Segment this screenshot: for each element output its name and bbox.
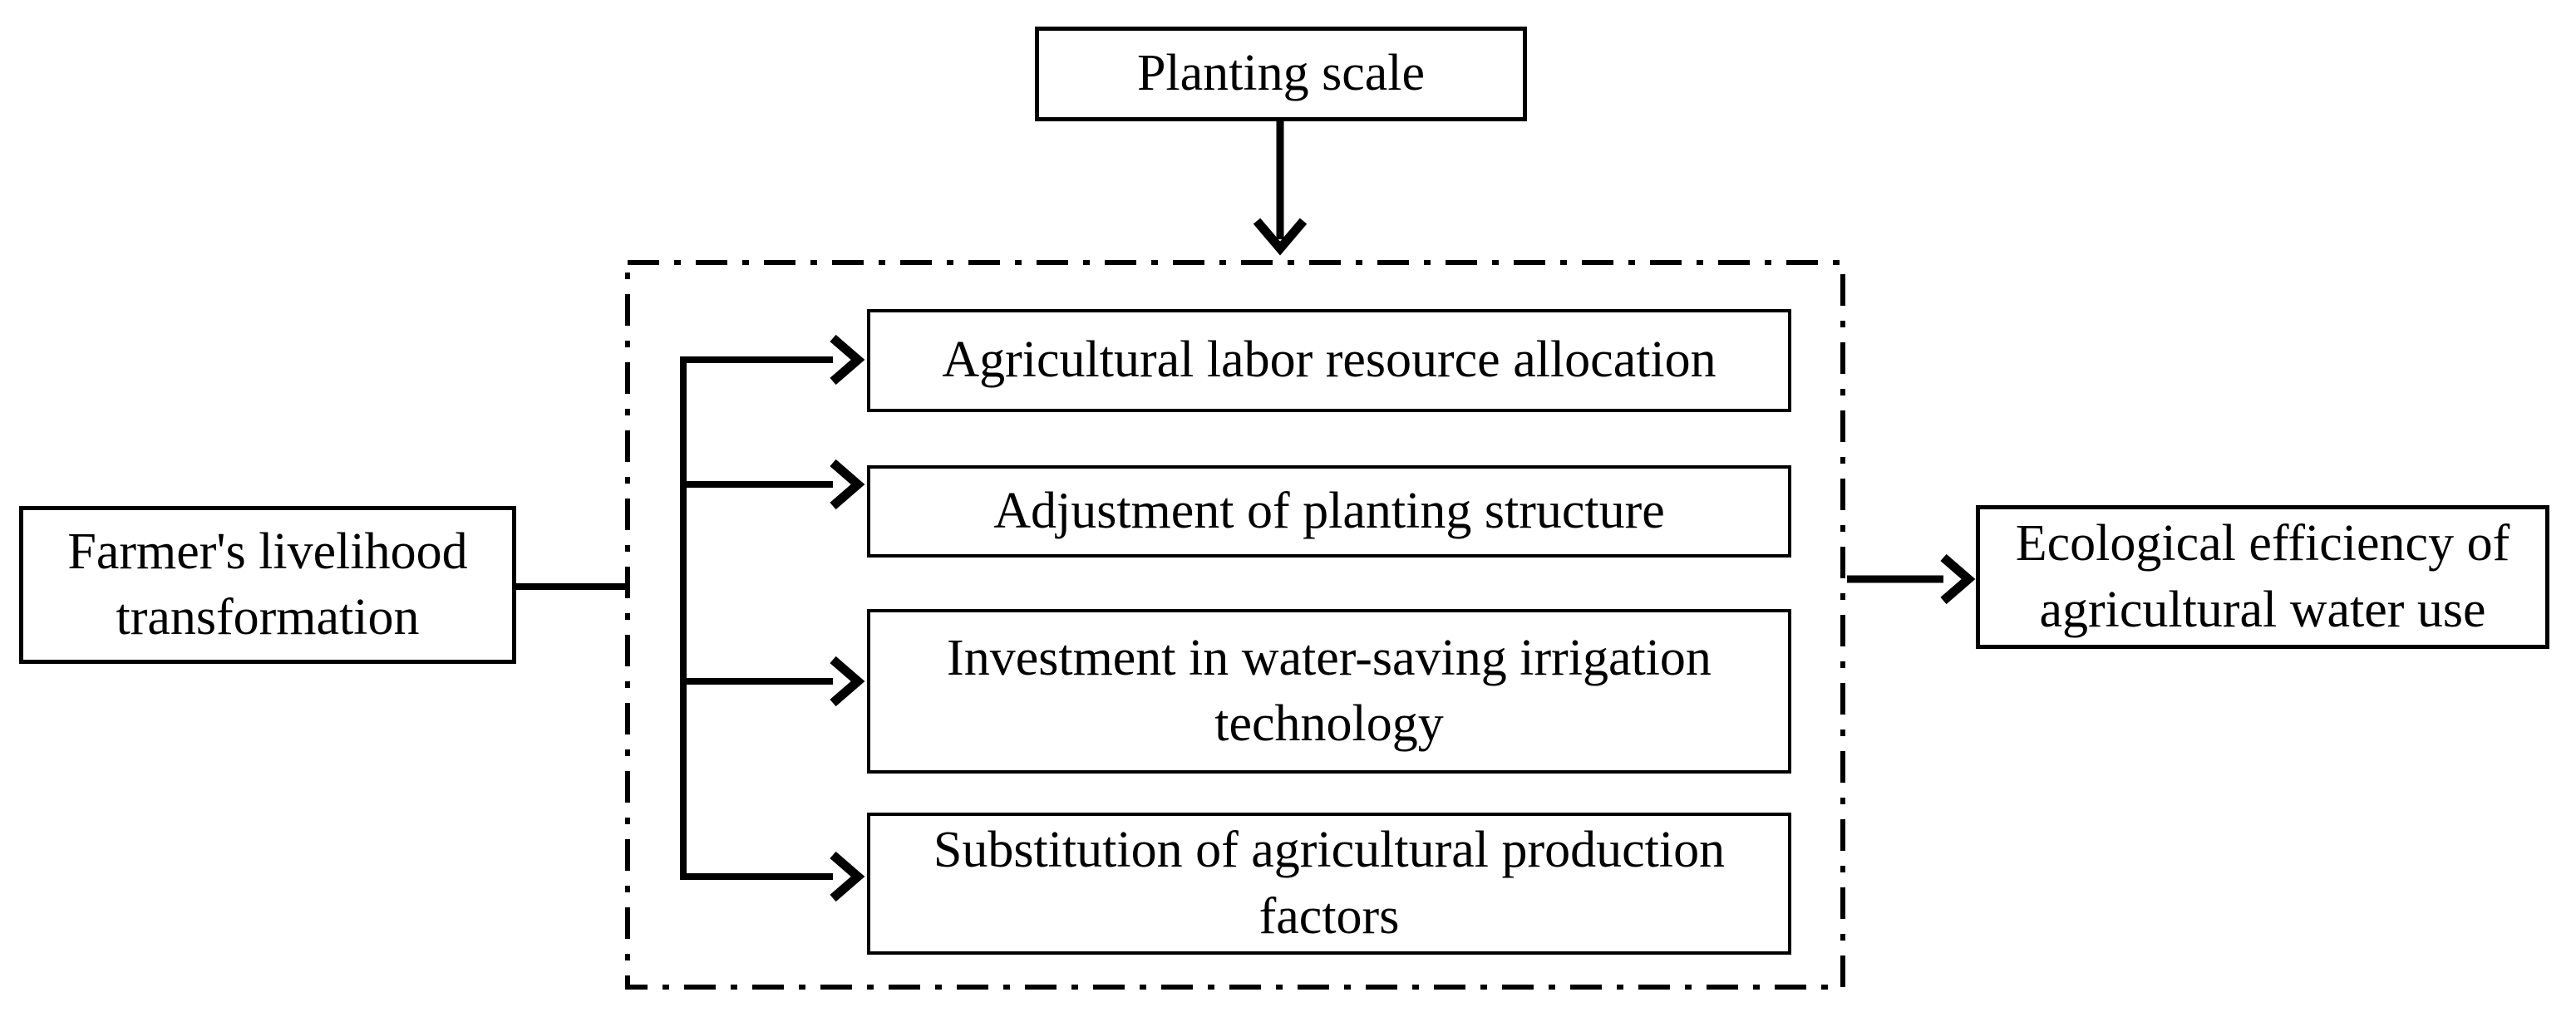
arrow-branch-to-mediator-2: [680, 459, 865, 510]
arrow-branch-to-mediator-4: [680, 851, 865, 902]
mediator-group-dashdot-border: [625, 260, 1845, 990]
node-mediator-labor-allocation: Agricultural labor resource allocation: [867, 309, 1791, 412]
node-mediator-factor-substitution-label: Substitution of agricultural production …: [933, 822, 1726, 945]
arrow-planting-to-mediators: [1253, 121, 1308, 256]
arrow-branch-to-mediator-3: [680, 656, 865, 707]
arrow-branch-to-mediator-1: [680, 334, 865, 386]
node-mediator-irrigation-investment: Investment in water-saving irrigation te…: [867, 609, 1791, 774]
node-farmer-livelihood: Farmer's livelihood transformation: [19, 506, 516, 664]
node-planting-scale-label: Planting scale: [1136, 45, 1426, 102]
node-ecological-efficiency-label: Ecological efficiency of agricultural wa…: [2015, 515, 2510, 638]
node-farmer-livelihood-label: Farmer's livelihood transformation: [67, 523, 468, 646]
node-mediator-factor-substitution: Substitution of agricultural production …: [867, 813, 1791, 955]
node-mediator-labor-allocation-label: Agricultural labor resource allocation: [942, 332, 1717, 389]
arrow-mediators-to-outcome: [1847, 553, 1976, 605]
node-ecological-efficiency: Ecological efficiency of agricultural wa…: [1976, 505, 2549, 649]
node-planting-scale: Planting scale: [1035, 27, 1527, 121]
node-mediator-irrigation-investment-label: Investment in water-saving irrigation te…: [947, 629, 1712, 752]
node-mediator-planting-structure: Adjustment of planting structure: [867, 465, 1791, 558]
node-mediator-planting-structure-label: Adjustment of planting structure: [993, 482, 1665, 539]
